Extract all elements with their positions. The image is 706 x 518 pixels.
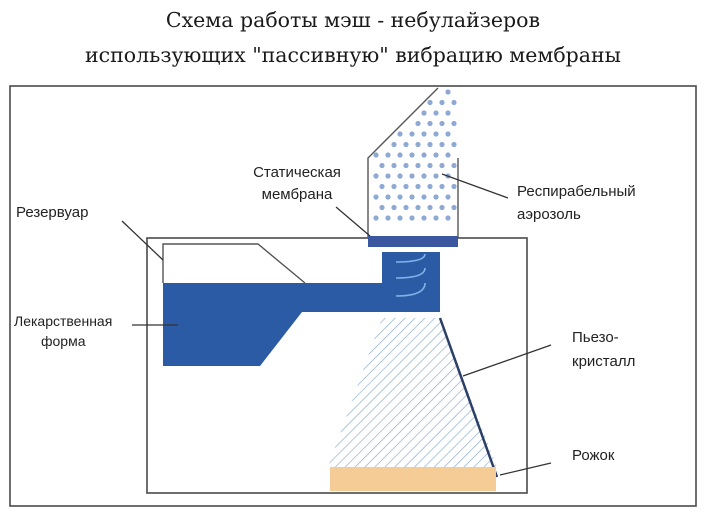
aerosol-dot xyxy=(415,141,421,148)
aerosol-dot xyxy=(415,183,421,190)
aerosol-dot xyxy=(391,183,397,190)
aerosol-dot xyxy=(415,162,421,169)
aerosol-dot xyxy=(439,204,445,211)
aerosol-dot xyxy=(427,183,433,190)
flow-arcs xyxy=(395,253,426,297)
aerosol-dot xyxy=(421,215,427,221)
aerosol-dot xyxy=(445,152,451,158)
membrane-label-line-2: мембрана xyxy=(262,186,333,203)
aerosol-dot xyxy=(433,173,439,179)
horn-label: Рожок xyxy=(572,447,615,464)
reservoir-air-space xyxy=(162,243,306,284)
aerosol-dot xyxy=(403,162,409,169)
aerosol-dot xyxy=(409,131,415,137)
piezo-horn xyxy=(328,318,497,467)
aerosol-dot xyxy=(427,120,433,127)
piezo-label-line-1: Пьезо- xyxy=(572,329,619,346)
static-membrane xyxy=(368,236,458,247)
aerosol-dot xyxy=(415,204,421,211)
aerosol-dot xyxy=(439,162,445,169)
aerosol-dot xyxy=(421,152,427,158)
aerosol-dot xyxy=(379,183,385,190)
aerosol-dot xyxy=(427,141,433,148)
aerosol-dot xyxy=(397,173,403,179)
aerosol-dot xyxy=(445,131,451,137)
aerosol-dot xyxy=(421,173,427,179)
aerosol-dot xyxy=(385,173,391,179)
aerosol-dot xyxy=(373,194,379,200)
aerosol-dot xyxy=(433,110,439,116)
pointer-lines xyxy=(121,173,552,476)
aerosol-dot xyxy=(427,204,433,211)
aerosol-dot xyxy=(409,173,415,179)
aerosol-outlet-tube xyxy=(367,87,459,238)
aerosol-dot xyxy=(445,215,451,221)
aerosol-dot xyxy=(421,110,427,116)
aerosol-dot xyxy=(451,141,457,148)
aerosol-dot xyxy=(379,162,385,169)
aerosol-particles xyxy=(373,89,457,221)
aerosol-dot xyxy=(385,215,391,221)
aerosol-dot xyxy=(403,141,409,148)
aerosol-dot xyxy=(415,120,421,127)
reservoir-label: Резервуар xyxy=(16,204,88,221)
aerosol-dot xyxy=(451,162,457,169)
aerosol-label-line-2: аэрозоль xyxy=(517,206,581,223)
aerosol-dot xyxy=(397,131,403,137)
aerosol-dot xyxy=(439,99,445,106)
aerosol-dot xyxy=(403,204,409,211)
aerosol-dot xyxy=(439,141,445,148)
aerosol-dot xyxy=(433,131,439,137)
aerosol-dot xyxy=(391,204,397,211)
aerosol-dot xyxy=(391,141,397,148)
aerosol-dot xyxy=(373,152,379,158)
aerosol-dot xyxy=(421,194,427,200)
aerosol-dot xyxy=(391,162,397,169)
membrane-label-line-1: Статическая xyxy=(253,164,341,181)
horn-tip xyxy=(330,467,496,491)
aerosol-dot xyxy=(373,173,379,179)
aerosol-dot xyxy=(421,131,427,137)
piezo-label-line-2: кристалл xyxy=(572,353,635,370)
aerosol-dot xyxy=(451,120,457,127)
aerosol-dot xyxy=(409,152,415,158)
aerosol-dot xyxy=(385,194,391,200)
diagram-title-line-2: использующих "пассивную" вибрацию мембра… xyxy=(84,43,621,67)
aerosol-dot xyxy=(379,204,385,211)
medicine-label-line-1: Лекарственная xyxy=(14,313,112,329)
aerosol-dot xyxy=(433,152,439,158)
medicine-label-line-2: форма xyxy=(41,333,86,349)
aerosol-dot xyxy=(409,194,415,200)
diagram-title-line-1: Схема работы мэш - небулайзеров xyxy=(165,8,541,32)
aerosol-dot xyxy=(445,194,451,200)
aerosol-dot xyxy=(439,183,445,190)
liquid-medicine xyxy=(163,252,440,366)
aerosol-dot xyxy=(403,183,409,190)
aerosol-dot xyxy=(439,120,445,127)
aerosol-dot xyxy=(397,152,403,158)
aerosol-dot xyxy=(451,183,457,190)
aerosol-dot xyxy=(397,215,403,221)
piezo-crystal-edge xyxy=(438,317,499,478)
aerosol-dot xyxy=(373,215,379,221)
aerosol-dot xyxy=(385,152,391,158)
aerosol-dot xyxy=(433,194,439,200)
aerosol-dot xyxy=(451,99,457,106)
aerosol-label-line-1: Респирабельный xyxy=(517,183,636,200)
aerosol-dot xyxy=(427,162,433,169)
aerosol-dot xyxy=(409,215,415,221)
aerosol-dot xyxy=(397,194,403,200)
aerosol-dot xyxy=(433,215,439,221)
aerosol-dot xyxy=(445,110,451,116)
aerosol-dot xyxy=(451,204,457,211)
aerosol-dot xyxy=(445,89,451,95)
aerosol-dot xyxy=(427,99,433,106)
